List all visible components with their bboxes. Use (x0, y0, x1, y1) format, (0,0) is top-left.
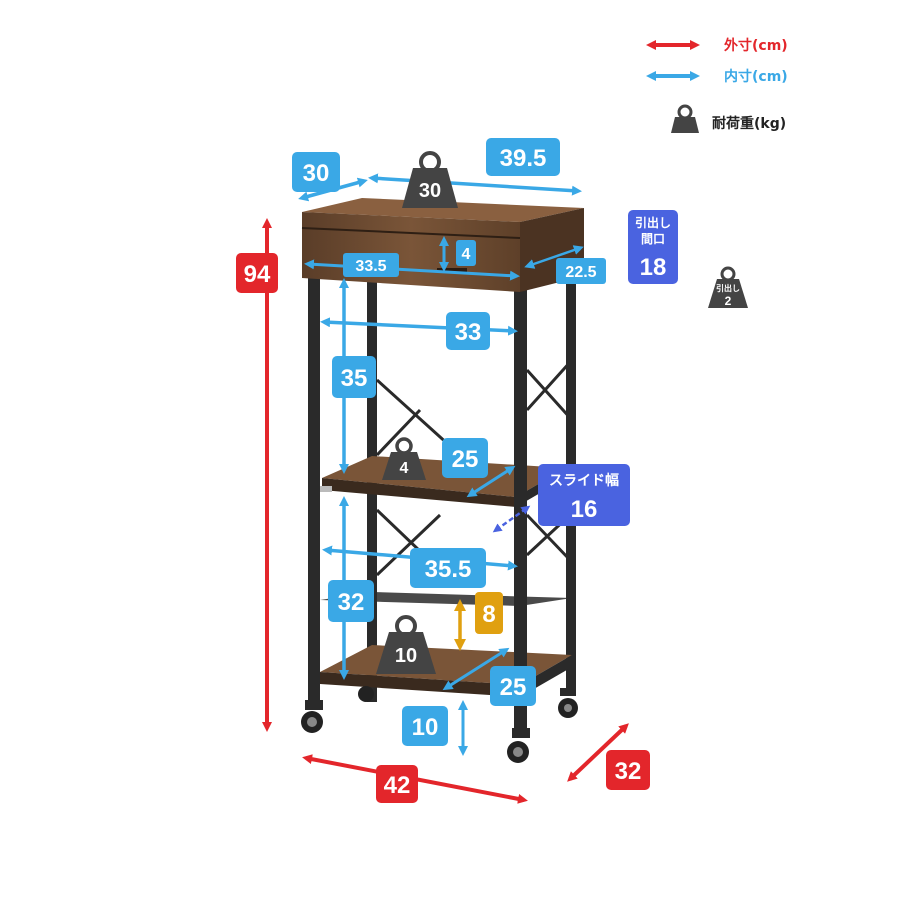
middle-shelf-front (322, 478, 516, 507)
top-depth-value: 30 (303, 160, 330, 187)
top-load-value: 30 (419, 180, 441, 202)
lower-bar (320, 592, 572, 606)
floor-clearance-value: 10 (412, 714, 439, 741)
depth-badge: 32 (606, 750, 650, 790)
legend-inner-label: 内寸(cm) (724, 68, 788, 85)
bottom-shelf-depth-badge: 25 (490, 666, 536, 706)
top-width-arrow (368, 173, 582, 196)
top-board (302, 198, 584, 222)
drawer-depth-badge: 22.5 (556, 258, 606, 284)
mid-shelf-weight-icon: 4 (382, 437, 426, 480)
slide-width-arrow (492, 505, 531, 533)
gap-height-badge: 8 (475, 592, 503, 634)
drawer-load-value: 2 (725, 294, 732, 308)
legend-outer-label: 外寸(cm) (724, 37, 788, 54)
slide-width-badge: スライド幅 16 (538, 464, 630, 526)
drawer-width-badge: 33.5 (343, 253, 399, 277)
lower-width-badge: 35.5 (410, 548, 486, 588)
bottom-shelf-weight-icon: 10 (376, 615, 436, 674)
drawer-seam (301, 227, 521, 239)
drawer-opening-label-line1: 引出し (635, 215, 671, 230)
top-depth-badge: 30 (292, 152, 340, 192)
upper-width-value: 33 (455, 319, 482, 346)
lower-width-value: 35.5 (425, 556, 472, 583)
outer-width-value: 42 (384, 772, 411, 799)
top-width-value: 39.5 (500, 145, 547, 172)
drawer-depth-value: 22.5 (565, 264, 596, 281)
top-load-weight-icon: 30 (402, 151, 458, 208)
drawer-load-weight-icon: 引出し 2 (708, 266, 748, 308)
drawer-front (302, 212, 520, 292)
drawer-opening-value: 18 (640, 254, 667, 281)
bottom-shelf-front (320, 672, 520, 697)
caster-front-left (301, 700, 323, 733)
outer-height-value: 94 (244, 261, 271, 288)
caster-front-right (507, 728, 530, 763)
brace (525, 513, 572, 562)
drawer-height-badge: 4 (456, 240, 476, 266)
mid-shelf-depth-badge: 25 (442, 438, 488, 478)
lower-height-badge: 32 (328, 580, 374, 622)
upper-height-badge: 35 (332, 356, 376, 398)
floor-clearance-badge: 10 (402, 706, 448, 746)
upper-width-badge: 33 (446, 312, 490, 350)
caster-back-right (558, 688, 578, 718)
lower-height-value: 32 (338, 589, 365, 616)
legend: 外寸(cm) 内寸(cm) 耐荷重(kg) (646, 37, 788, 133)
drawer-depth-arrow (524, 245, 584, 269)
brace (525, 358, 574, 412)
bottom-shelf-load-value: 10 (395, 645, 417, 667)
drawer-width-arrow (304, 259, 520, 281)
weight-icon (671, 104, 699, 133)
drawer-opening-label-line2: 間口 (641, 232, 665, 246)
brace (375, 408, 422, 457)
slide-width-value: 16 (571, 496, 598, 523)
depth-arrow (567, 723, 629, 782)
bottom-shelf-depth-value: 25 (500, 674, 527, 701)
gap-height-value: 8 (482, 601, 495, 628)
brace (525, 368, 574, 422)
mid-shelf-load-value: 4 (400, 460, 409, 477)
slide-width-label: スライド幅 (549, 472, 619, 488)
height-badge: 94 (236, 253, 278, 293)
drawer-width-value: 33.5 (355, 258, 386, 275)
legend-load-label: 耐荷重(kg) (712, 115, 786, 132)
mid-shelf-depth-arrow (466, 465, 516, 498)
width-badge: 42 (376, 765, 418, 803)
mid-shelf-depth-value: 25 (452, 446, 479, 473)
outer-depth-value: 32 (615, 758, 642, 785)
bottom-shelf-depth-arrow (442, 647, 510, 691)
drawer-opening-badge: 引出し 間口 18 (628, 210, 678, 284)
drawer-height-value: 4 (462, 246, 471, 263)
front-left-leg (308, 278, 320, 710)
caster-back-left (358, 686, 374, 702)
slide-rail (318, 486, 332, 492)
top-width-badge: 39.5 (486, 138, 560, 176)
drawer-load-label: 引出し (716, 283, 740, 293)
upper-height-value: 35 (341, 365, 368, 392)
